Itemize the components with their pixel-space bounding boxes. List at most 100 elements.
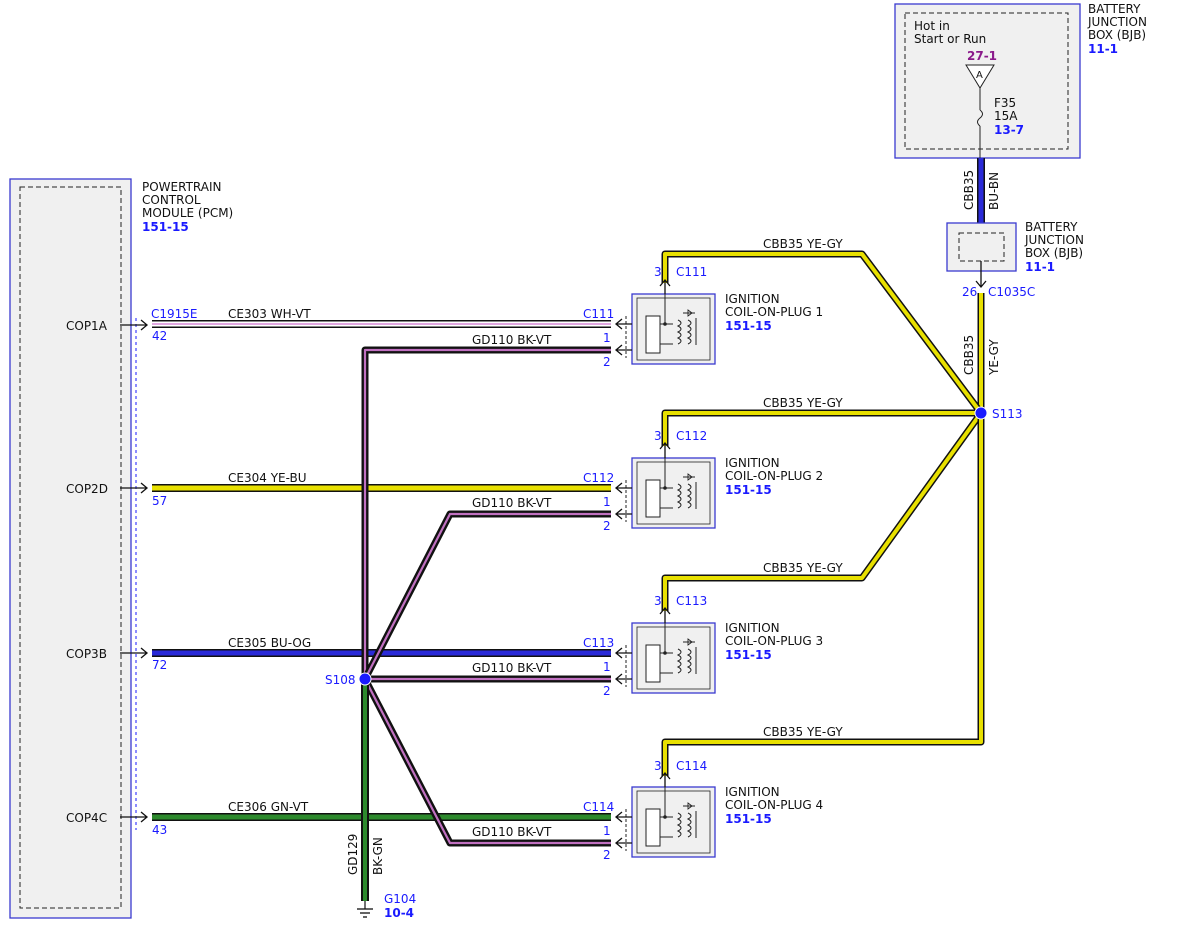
power-wires-cbb35 (661, 250, 985, 776)
coil-4-ref-link[interactable]: 151-15 (725, 812, 772, 826)
power-wire-label-1: CBB35 YE-GY (763, 237, 843, 251)
pcm-pin-number-4: 43 (152, 823, 167, 837)
pcm-pin-number-2: 57 (152, 494, 167, 508)
coil-4-name-2: COIL-ON-PLUG 4 (725, 798, 823, 812)
splice-s108 (358, 672, 372, 686)
coil-4-pin-3: 3 (654, 759, 662, 773)
coil-3-pin-2: 2 (603, 684, 611, 698)
ground-wires-gd110 (361, 346, 611, 847)
coil-1-pin-2: 2 (603, 355, 611, 369)
coil-1-name-1: IGNITION (725, 292, 780, 306)
coil-3-power-connector: C113 (676, 594, 707, 608)
coil-4-pin-1: 1 (603, 824, 611, 838)
coil-1-name-2: COIL-ON-PLUG 1 (725, 305, 823, 319)
splice-s108-label: S108 (325, 673, 356, 687)
wire-ce304-label: CE304 YE-BU (228, 471, 307, 485)
wire-ce303-label: CE303 WH-VT (228, 307, 311, 321)
coil-1-ref-link[interactable]: 151-15 (725, 319, 772, 333)
coil-2-power-connector: C112 (676, 429, 707, 443)
bjb-lower-name-3: BOX (BJB) (1025, 246, 1083, 260)
coil-1-power-connector: C111 (676, 265, 707, 279)
bjb-lower-pin: 26 (962, 285, 977, 299)
bjb-top-name-1: BATTERY (1088, 2, 1141, 16)
coil-2-ref-link[interactable]: 151-15 (725, 483, 772, 497)
wire-cbb35-bu-bn (977, 158, 985, 223)
bjb-top-box (894, 3, 1081, 159)
bjb-top-name-3: BOX (BJB) (1088, 28, 1146, 42)
fuse-icon (977, 109, 983, 127)
coil-4-pin-2: 2 (603, 848, 611, 862)
splice-s113 (974, 406, 988, 420)
coil-on-plug-3 (625, 622, 716, 694)
coil-3-name-2: COIL-ON-PLUG 3 (725, 634, 823, 648)
bjb-top-ref-link[interactable]: 11-1 (1088, 42, 1118, 56)
bjb-lower-box (946, 222, 1017, 289)
coil-on-plug-4 (625, 786, 716, 858)
pcm-ref-link[interactable]: 151-15 (142, 220, 189, 234)
coil-2-pin-3: 3 (654, 429, 662, 443)
pcm-pin-label-cop3b: COP3B (66, 647, 107, 661)
bjb-lower-ref-link[interactable]: 11-1 (1025, 260, 1055, 274)
ground-trunk-circuit: GD129 (346, 834, 360, 875)
bjb-bus-letter: A (976, 70, 983, 81)
coil-2-name-2: COIL-ON-PLUG 2 (725, 469, 823, 483)
ground-wire-label-4: GD110 BK-VT (472, 825, 552, 839)
ground-trunk-color: BK-GN (371, 837, 385, 875)
power-trunk-color: YE-GY (987, 339, 1001, 376)
bjb-lower-name-2: JUNCTION (1024, 233, 1084, 247)
power-trunk-circuit: CBB35 (962, 335, 976, 375)
pcm-pin-label-cop1a: COP1A (66, 319, 108, 333)
fuse-ref-link[interactable]: 13-7 (994, 123, 1024, 137)
wire-ce304 (152, 484, 611, 492)
power-wire-label-3: CBB35 YE-GY (763, 561, 843, 575)
coil-3-ref-link[interactable]: 151-15 (725, 648, 772, 662)
coil-3-pin-1: 1 (603, 660, 611, 674)
pcm-name-line-3: MODULE (PCM) (142, 206, 233, 220)
coil-on-plug-1 (625, 293, 716, 365)
bjb-lower-name-1: BATTERY (1025, 220, 1078, 234)
bjb-wire-color: BU-BN (987, 172, 1001, 210)
bjb-wire-circuit: CBB35 (962, 170, 976, 210)
ground-ref-link[interactable]: 10-4 (384, 906, 414, 920)
ground-wire-label-2: GD110 BK-VT (472, 496, 552, 510)
coil-1-pin-1: 1 (603, 331, 611, 345)
power-wire-label-4: CBB35 YE-GY (763, 725, 843, 739)
coil-2-pin-2: 2 (603, 519, 611, 533)
ground-wire-label-1: GD110 BK-VT (472, 333, 552, 347)
fuse-rating: 15A (994, 109, 1018, 123)
bjb-power-ref-link[interactable]: 27-1 (967, 49, 997, 63)
coil-1-connector: C111 (583, 307, 614, 321)
bjb-lower-connector: C1035C (988, 285, 1035, 299)
coil-4-name-1: IGNITION (725, 785, 780, 799)
bjb-hot-line-1: Hot in (914, 19, 950, 33)
pcm-pin-number-1: 42 (152, 329, 167, 343)
wire-ce303 (152, 320, 611, 328)
wire-ce305-label: CE305 BU-OG (228, 636, 311, 650)
ground-point-label: G104 (384, 892, 416, 906)
wire-ce306 (152, 813, 611, 821)
coil-2-pin-1: 1 (603, 495, 611, 509)
coil-3-name-1: IGNITION (725, 621, 780, 635)
splice-s113-label: S113 (992, 407, 1023, 421)
coil-4-power-connector: C114 (676, 759, 707, 773)
coil-4-connector: C114 (583, 800, 614, 814)
fuse-label: F35 (994, 96, 1016, 110)
pcm-name-line-2: CONTROL (142, 193, 201, 207)
ground-wire-label-3: GD110 BK-VT (472, 661, 552, 675)
wire-ce306-label: CE306 GN-VT (228, 800, 309, 814)
pcm-module: POWERTRAIN CONTROL MODULE (PCM) 151-15 C… (9, 178, 233, 919)
coil-on-plug-2 (625, 457, 716, 529)
bjb-top-name-2: JUNCTION (1087, 15, 1147, 29)
coil-1-pin-3: 3 (654, 265, 662, 279)
coil-2-connector: C112 (583, 471, 614, 485)
coil-3-pin-3: 3 (654, 594, 662, 608)
pcm-connector: C1915E (151, 307, 198, 321)
pcm-pin-number-3: 72 (152, 658, 167, 672)
pcm-name-line-1: POWERTRAIN (142, 180, 222, 194)
bjb-hot-line-2: Start or Run (914, 32, 986, 46)
ground-trunk-gd129 (357, 679, 373, 918)
coil-2-name-1: IGNITION (725, 456, 780, 470)
coil-3-connector: C113 (583, 636, 614, 650)
pcm-pin-label-cop4c: COP4C (66, 811, 107, 825)
